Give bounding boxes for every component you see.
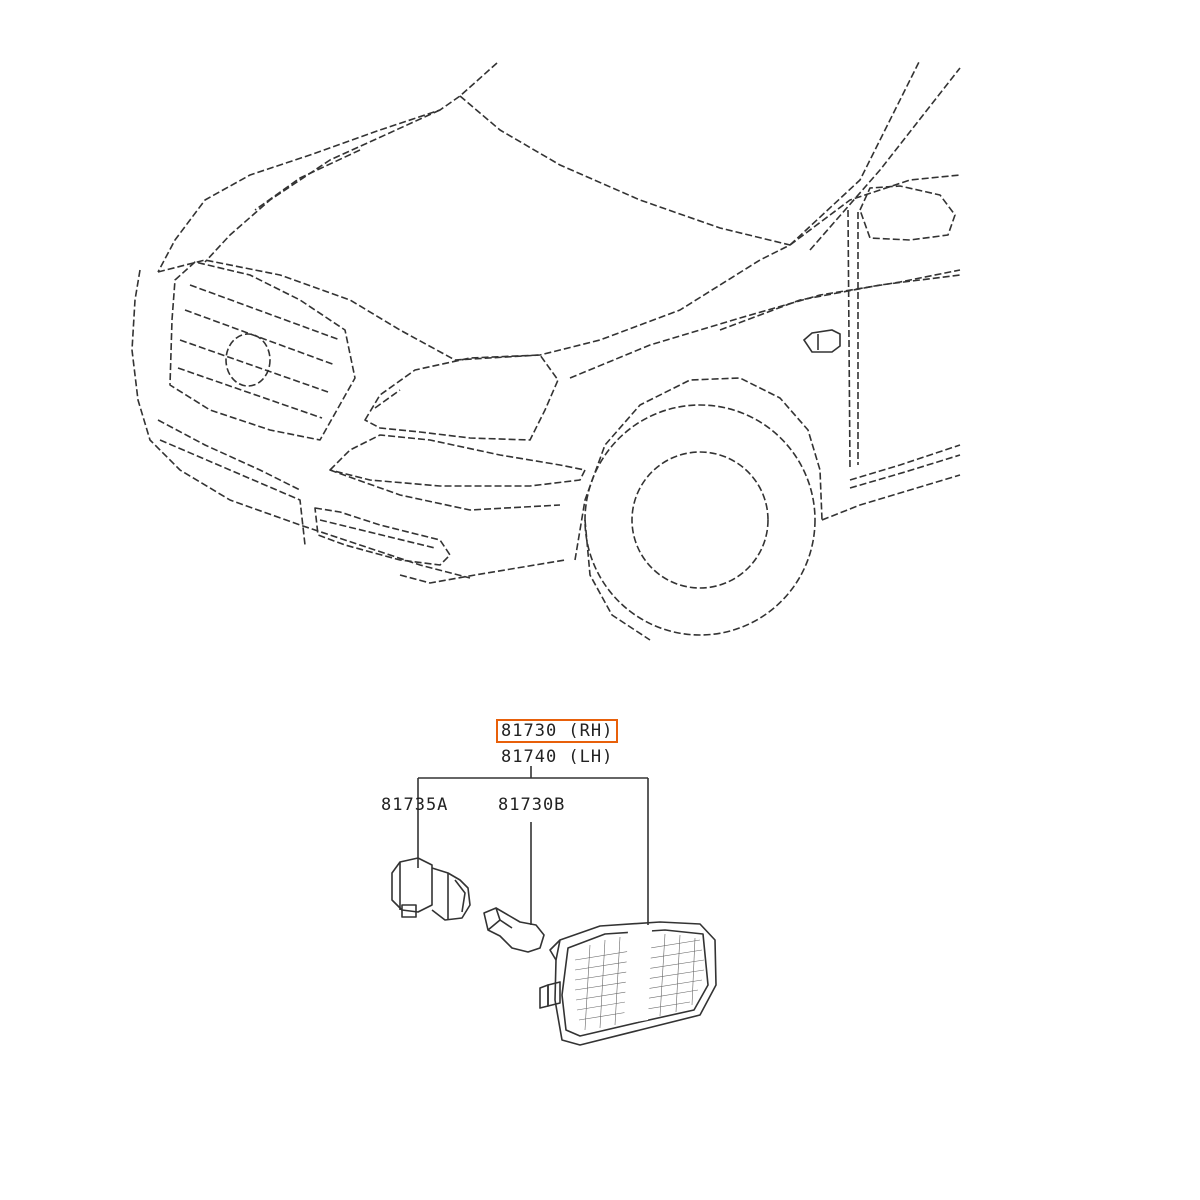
part-number-81730b[interactable]: 81730B	[498, 795, 566, 815]
part-number-81735a[interactable]: 81735A	[381, 795, 449, 815]
callout-leader-lines	[417, 766, 649, 925]
fender-side-marker-icon	[802, 329, 841, 353]
bulb-socket-icon	[391, 857, 471, 921]
part-number-81740-lh[interactable]: 81740 (LH)	[501, 747, 614, 767]
car-front-illustration	[131, 59, 961, 641]
wedge-bulb-icon	[483, 907, 545, 953]
lens-highlight-band	[624, 930, 652, 1024]
part-number-81730-rh[interactable]: 81730 (RH)	[496, 719, 619, 743]
